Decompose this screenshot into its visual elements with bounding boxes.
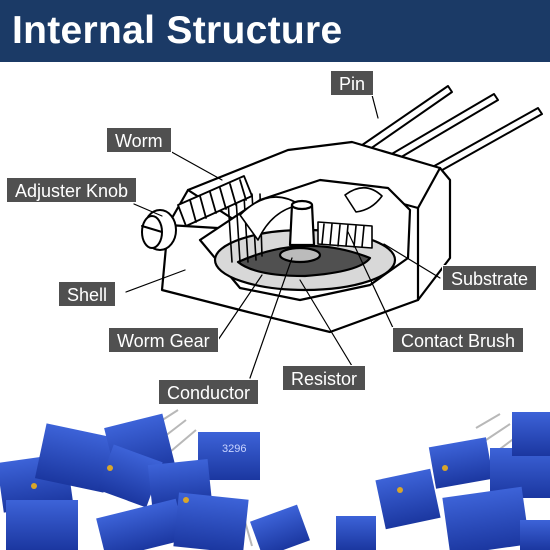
label-resistor: Resistor: [282, 365, 367, 391]
label-pin: Pin: [330, 70, 375, 96]
leader-lines: [125, 94, 441, 379]
label-worm-gear: Worm Gear: [108, 327, 219, 353]
label-adjuster-knob: Adjuster Knob: [6, 177, 138, 203]
label-substrate: Substrate: [442, 265, 538, 291]
header-banner: Internal Structure: [0, 0, 550, 62]
trimmer-group-right: [336, 412, 550, 550]
product-photo: 3296: [0, 409, 550, 550]
potentiometer-cutaway-diagram: [125, 85, 543, 379]
part-marking: 3296: [222, 443, 246, 455]
label-shell: Shell: [58, 281, 117, 307]
page-title: Internal Structure: [12, 9, 343, 52]
worm: [177, 175, 253, 227]
pins: [351, 85, 543, 179]
label-conductor: Conductor: [158, 379, 260, 405]
label-contact-brush: Contact Brush: [392, 327, 525, 353]
contact-brush: [317, 186, 383, 249]
trimmer-group-left: 3296: [0, 409, 310, 550]
label-worm: Worm: [106, 127, 172, 153]
adjuster-knob: [141, 209, 177, 251]
